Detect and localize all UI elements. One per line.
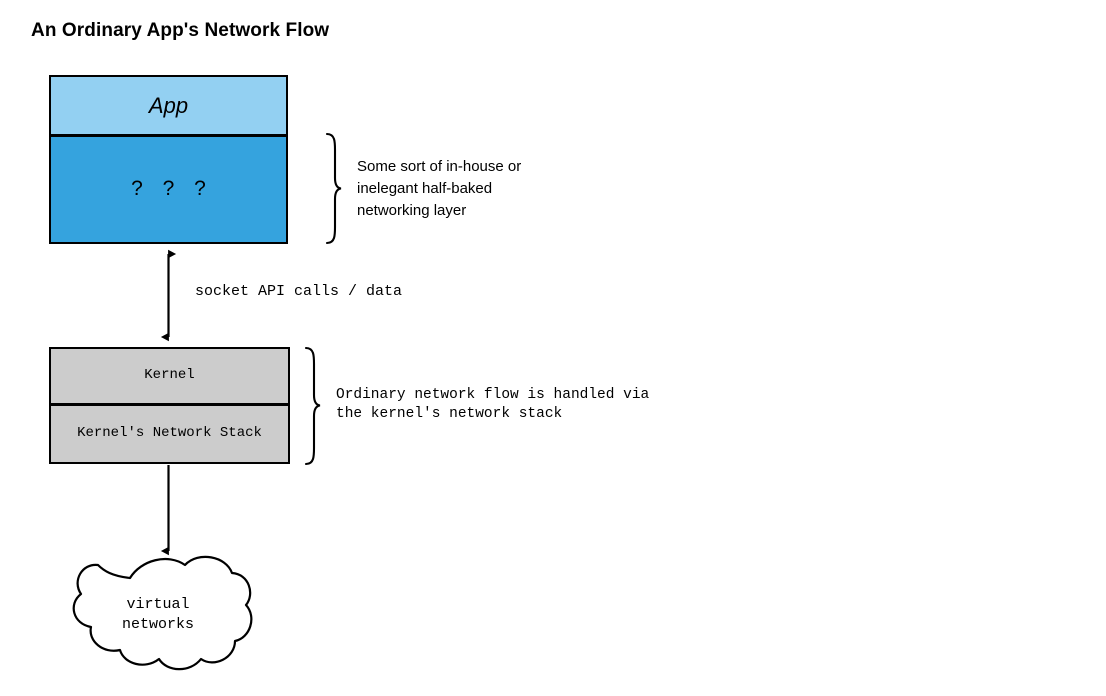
node-cloud-label: virtual networks bbox=[121, 596, 194, 633]
page-title: An Ordinary App's Network Flow bbox=[31, 20, 330, 41]
brace-app-layer bbox=[325, 132, 342, 245]
node-app: App bbox=[49, 75, 288, 136]
node-kernel-network-stack-label: Kernel's Network Stack bbox=[77, 425, 262, 442]
node-kernel: Kernel bbox=[49, 347, 290, 405]
annotation-kernel-layer: Ordinary network flow is handled via the… bbox=[336, 387, 650, 423]
node-kernel-label: Kernel bbox=[144, 367, 195, 384]
node-unknown-layer-label: ? ? ? bbox=[131, 177, 213, 201]
brace-kernel-layer bbox=[304, 346, 321, 466]
node-unknown-layer: ? ? ? bbox=[49, 135, 288, 244]
node-app-label: App bbox=[148, 92, 189, 118]
annotation-app-layer: Some sort of in-house or inelegant half-… bbox=[357, 158, 522, 220]
edge-label-socket-api: socket API calls / data bbox=[195, 283, 403, 300]
node-kernel-network-stack: Kernel's Network Stack bbox=[49, 404, 290, 464]
